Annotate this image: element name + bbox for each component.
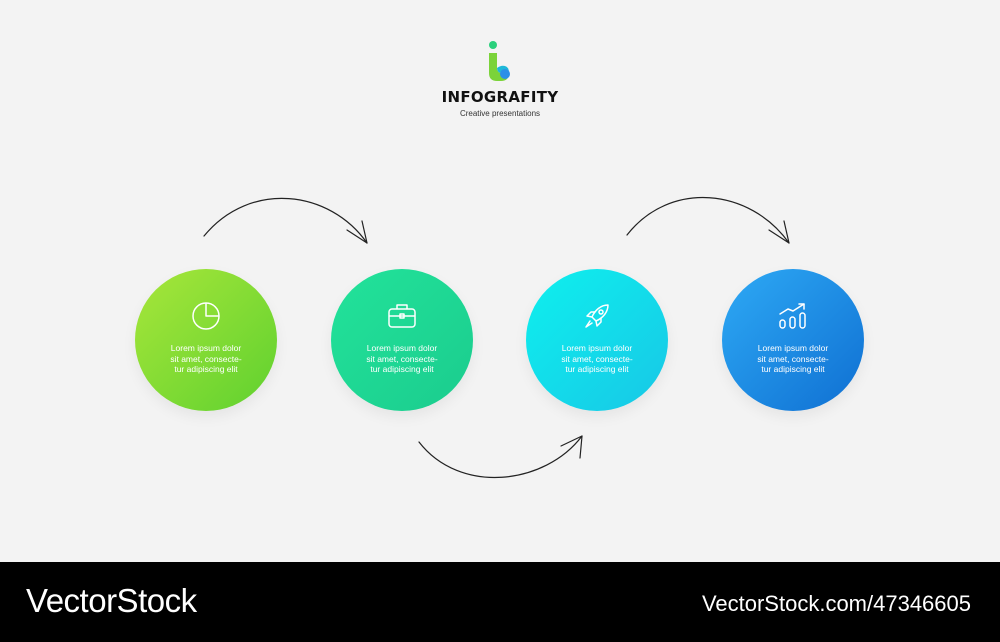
growth-chart-icon (779, 303, 806, 329)
step-3-line-2: sit amet, consecte- (561, 353, 633, 364)
step-4-line-1: Lorem ipsum dolor (757, 343, 829, 353)
step-3-text: Lorem ipsum dolor sit amet, consecte- tu… (526, 343, 668, 375)
step-2-text: Lorem ipsum dolor sit amet, consecte- tu… (331, 343, 473, 375)
arrow-3 (626, 196, 790, 244)
step-2-line-2: sit amet, consecte- (366, 353, 438, 364)
arrow-1 (203, 197, 368, 244)
step-3-line-1: Lorem ipsum dolor (561, 343, 633, 353)
pie-chart-icon (192, 302, 220, 330)
step-3-line-3: tur adipiscing elit (565, 364, 629, 374)
arrow-3-head (768, 220, 790, 244)
brand-name: INFOGRAFITY (441, 88, 559, 106)
step-2-line-3: tur adipiscing elit (370, 364, 434, 374)
footer-brand: VectorStock (26, 582, 197, 619)
arrow-2 (418, 435, 583, 479)
watermark-footer: VectorStock VectorStock.com/47346605 (0, 562, 1000, 642)
arrow-2-head (560, 435, 583, 459)
step-4-line-2: sit amet, consecte- (757, 353, 829, 364)
rocket-icon (585, 304, 609, 328)
step-4-line-3: tur adipiscing elit (761, 364, 825, 374)
step-1-text: Lorem ipsum dolor sit amet, consecte- tu… (135, 343, 277, 375)
arrow-1-head (346, 220, 368, 244)
step-4-text: Lorem ipsum dolor sit amet, consecte- tu… (722, 343, 864, 375)
brand-logo: INFOGRAFITY Creative presentations (0, 40, 1000, 118)
step-3-circle: Lorem ipsum dolor sit amet, consecte- tu… (526, 269, 668, 411)
step-4-circle: Lorem ipsum dolor sit amet, consecte- tu… (722, 269, 864, 411)
step-1-circle: Lorem ipsum dolor sit amet, consecte- tu… (135, 269, 277, 411)
footer-image-id: VectorStock.com/47346605 (701, 591, 971, 616)
brand-tagline: Creative presentations (459, 109, 541, 118)
step-2-line-1: Lorem ipsum dolor (366, 343, 438, 353)
logo-mark-icon (489, 41, 510, 81)
step-1-line-3: tur adipiscing elit (174, 364, 238, 374)
step-2-circle: Lorem ipsum dolor sit amet, consecte- tu… (331, 269, 473, 411)
briefcase-icon (388, 304, 416, 328)
step-1-line-2: sit amet, consecte- (170, 353, 242, 364)
step-1-line-1: Lorem ipsum dolor (170, 343, 242, 353)
